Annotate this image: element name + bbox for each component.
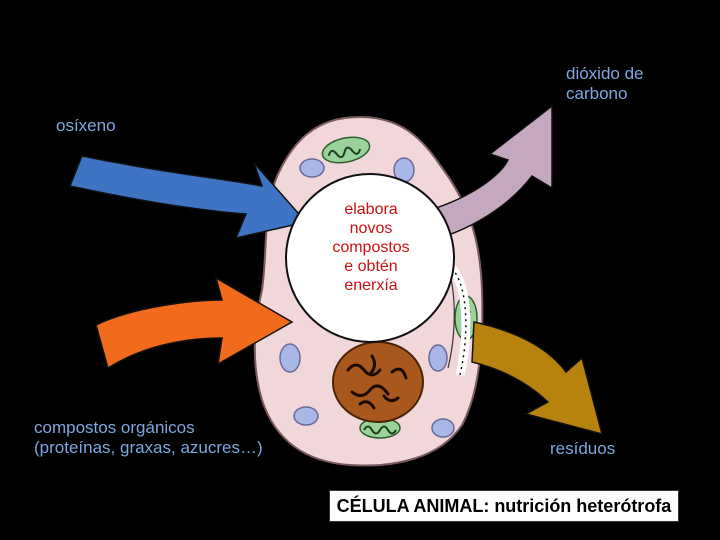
co2-label-line2: carbono xyxy=(566,84,628,103)
center-line-3: compostos xyxy=(332,239,410,256)
diagram-title: CÉLULA ANIMAL: nutrición heterótrofa xyxy=(329,490,679,522)
vacuole xyxy=(299,158,325,178)
organic-label-line2: (proteínas, graxas, azucres…) xyxy=(34,438,263,457)
vacuole xyxy=(293,406,319,426)
vacuole xyxy=(279,343,301,373)
center-line-5: enerxía xyxy=(344,277,398,294)
center-line-1: elabora xyxy=(344,201,398,218)
metabolism-circle xyxy=(285,173,455,343)
oxygen-label: osíxeno xyxy=(56,116,116,135)
mitochondrion xyxy=(321,136,371,164)
vacuole xyxy=(428,344,448,372)
oxygen-arrow-icon xyxy=(68,155,308,240)
mitochondrion xyxy=(359,417,401,439)
co2-arrow-icon xyxy=(408,104,553,243)
waste-arrow-icon xyxy=(471,321,604,436)
vacuole xyxy=(431,418,455,438)
co2-label-line1: dióxido de xyxy=(566,64,644,83)
organic-compounds-label: compostos orgánicos (proteínas, graxas, … xyxy=(34,418,314,458)
waste-label: resíduos xyxy=(550,439,616,458)
nucleus xyxy=(332,341,424,423)
center-line-4: e obtén xyxy=(344,258,398,275)
organic-arrow-icon xyxy=(95,276,294,370)
organic-label-line1: compostos orgánicos xyxy=(34,418,195,437)
metabolism-label: elabora novos compostos e obtén enerxía xyxy=(312,200,430,295)
center-line-2: novos xyxy=(349,220,393,237)
co2-label: dióxido de carbono xyxy=(566,64,676,104)
